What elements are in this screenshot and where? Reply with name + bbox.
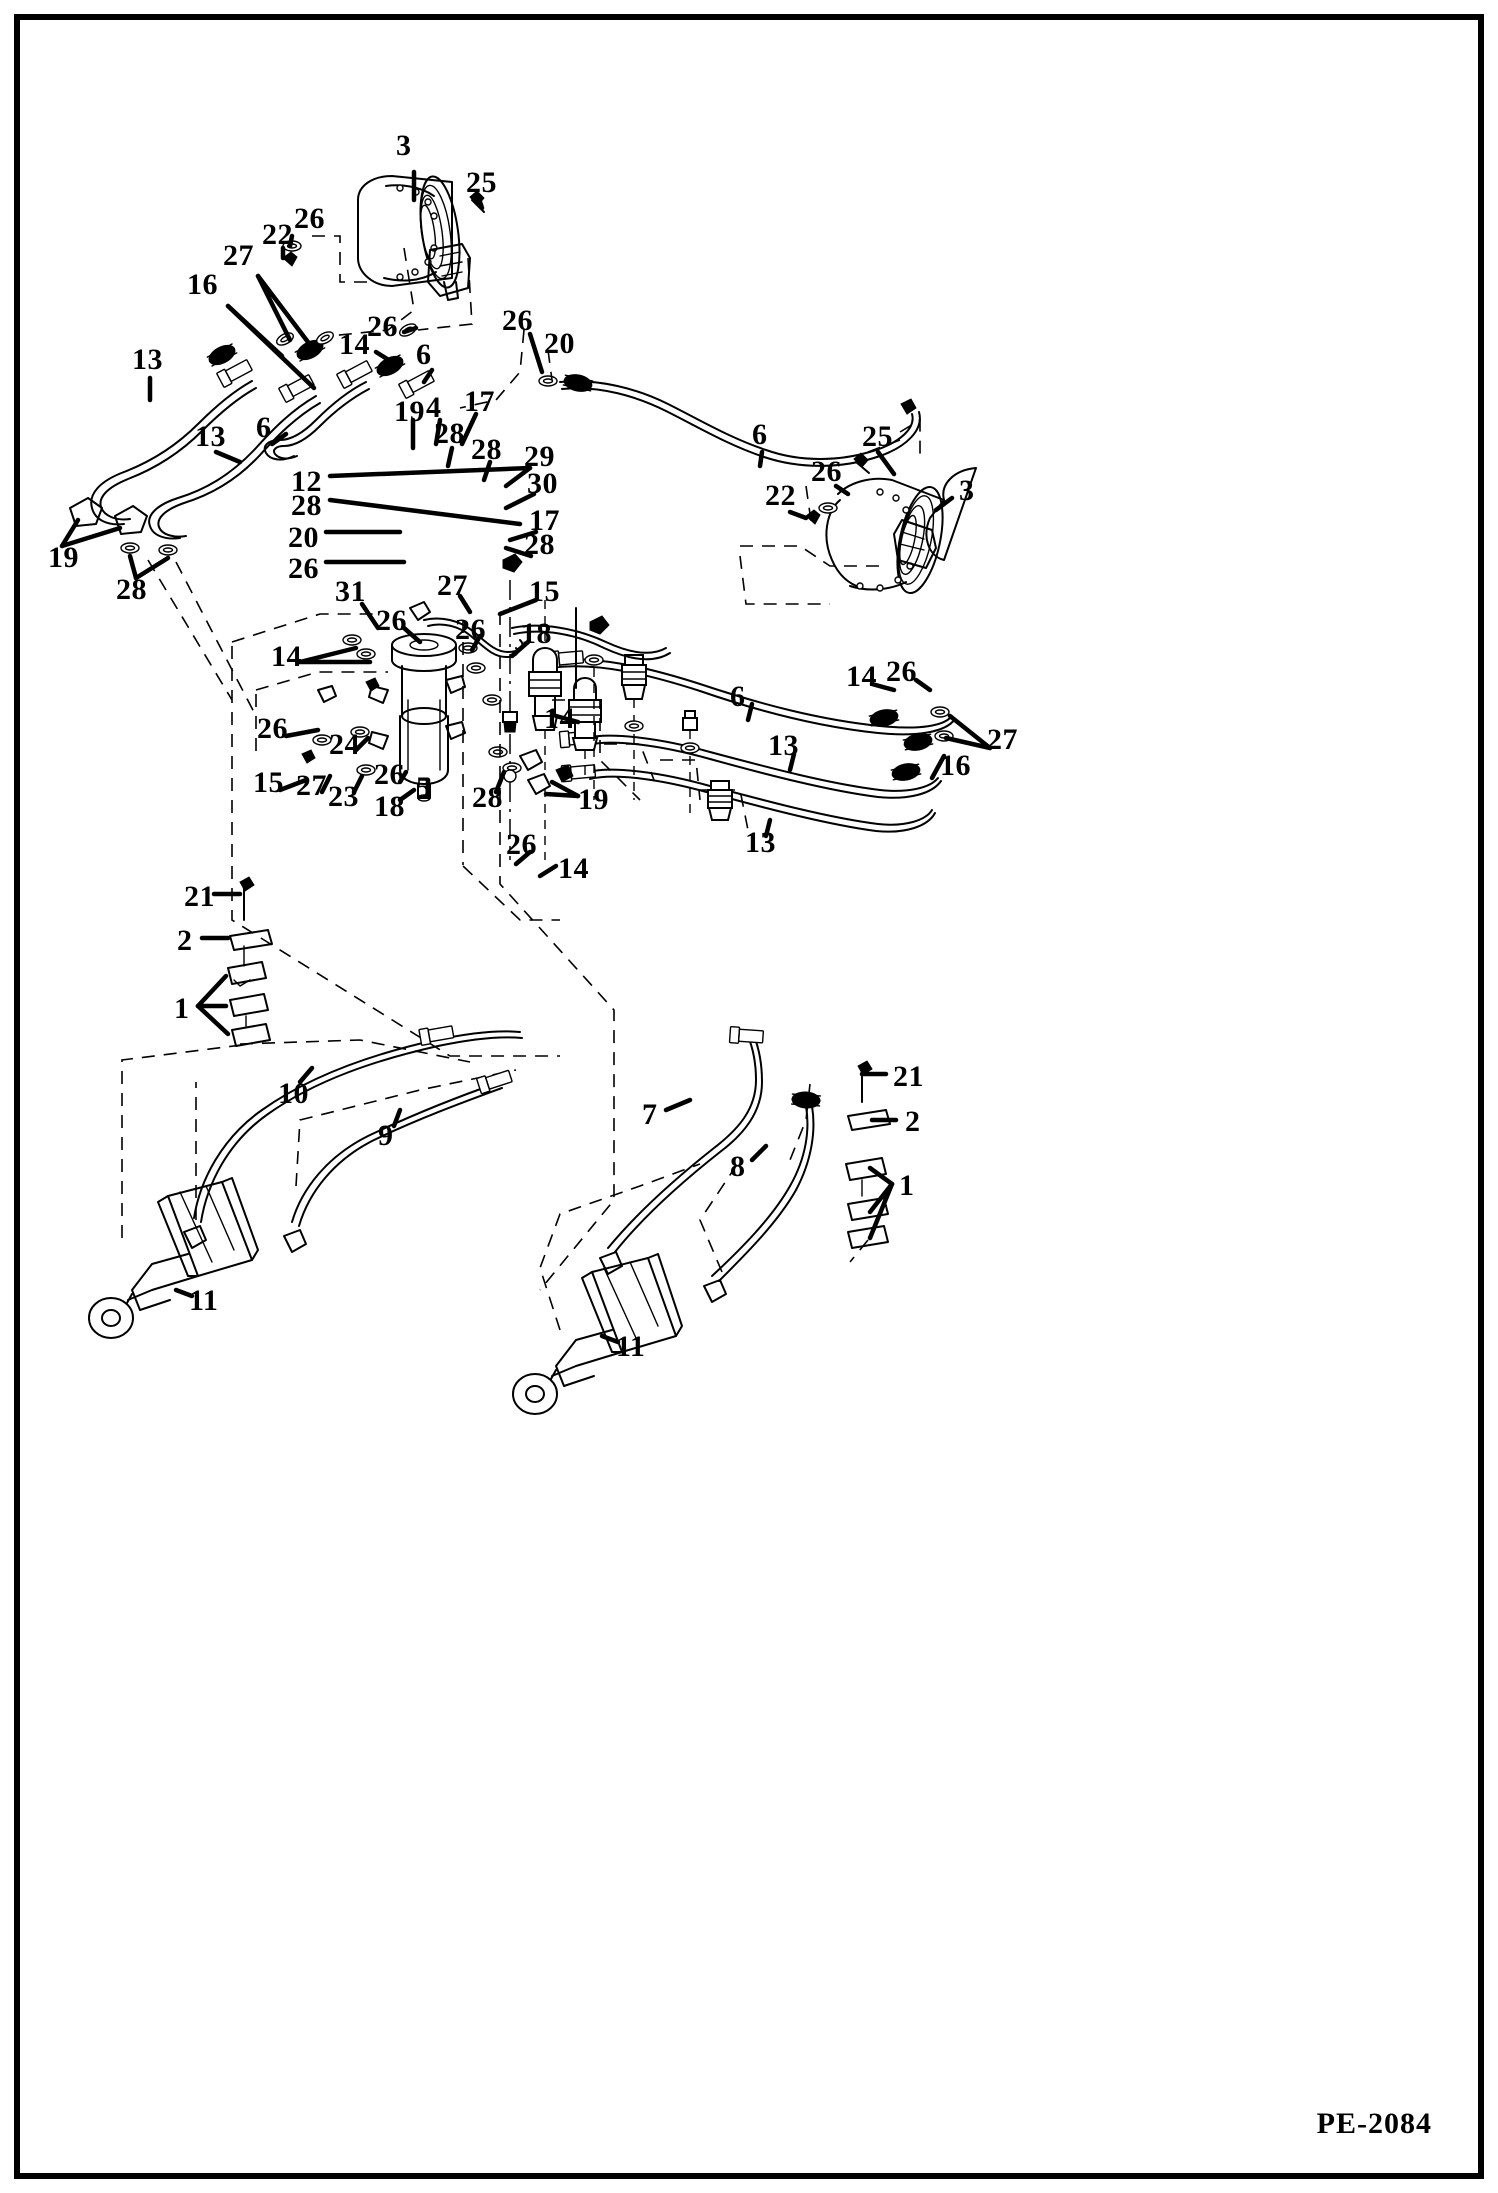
callout-26-oring-e: 26 [288,552,319,585]
callout-26-oring-a: 26 [294,202,325,235]
assembly-dashed-routing [121,235,921,1331]
callout-27-oring-a: 27 [223,239,254,272]
callout-18-fitting-b: 18 [374,790,405,823]
callout-21-bolt-right: 21 [893,1060,924,1093]
callout-2-clamp-plate-left: 2 [177,924,193,957]
callout-7-hose: 7 [642,1098,658,1131]
callout-27-oring-c: 27 [987,723,1018,756]
callout-26-oring-b: 26 [367,310,398,343]
callout-9-hose: 9 [378,1119,394,1152]
callout-20-fitting-b: 20 [288,521,319,554]
callout-20-fitting-a: 20 [544,327,575,360]
callout-26-oring-k: 26 [506,828,537,861]
callout-26-oring-h: 26 [886,655,917,688]
callout-19-clamp-b: 19 [48,541,79,574]
callout-17-fitting-a: 17 [464,385,495,418]
callout-25-bolt-left: 25 [466,166,497,199]
callout-27-oring-b: 27 [437,569,468,602]
drawing-number: PE-2084 [1316,2107,1432,2140]
callout-6-hose-c: 6 [256,411,272,444]
callout-15-fitting-b: 15 [253,766,284,799]
callout-3-left-motor: 3 [396,129,412,162]
callout-16-fitting-a: 16 [187,268,218,301]
callout-5-swivel-body: 5 [416,771,432,804]
page-border [14,14,1484,2179]
callout-28-oring-b: 28 [471,433,502,466]
callout-29-fitting: 29 [524,440,555,473]
callout-11-cylinder-right: 11 [616,1330,646,1363]
callout-13-hose-d: 13 [745,826,776,859]
bottom-hoses [183,1023,822,1303]
valve-cluster [462,553,733,865]
callout-8-hose: 8 [730,1150,746,1183]
callout-6-hose-a: 6 [416,338,432,371]
callout-11-cylinder-left: 11 [189,1284,219,1317]
callout-26-oring-g: 26 [455,613,486,646]
callout-28-oring-e: 28 [116,573,147,606]
cylinder-right [512,1253,683,1415]
callout-6-hose-d: 6 [730,680,746,713]
callout-23-washer: 23 [328,780,359,813]
swivel-joint-assembly [301,633,574,802]
callout-24-screw: 24 [329,728,360,761]
callout-26-oring-j: 26 [374,758,405,791]
callout-15-fitting-a: 15 [529,575,560,608]
callout-12-relief-valve: 12 [291,465,322,498]
callout-28-oring-c: 28 [291,489,322,522]
callout-26-oring-i: 26 [257,712,288,745]
callout-26-oring-f: 26 [376,604,407,637]
callout-leaders [59,169,993,1345]
callout-10-hose: 10 [278,1077,309,1110]
callout-26-oring-d: 26 [811,455,842,488]
callout-28-oring-a: 28 [434,417,465,450]
callout-14-adapter-e: 14 [558,852,589,885]
hose-bundle-left [69,190,485,556]
callout-13-hose-a: 13 [132,343,163,376]
callout-21-bolt-left: 21 [184,880,215,913]
callout-31-plug: 31 [335,575,366,608]
callout-27-oring-d: 27 [296,769,327,802]
callout-14-adapter-b: 14 [271,640,302,673]
callout-13-hose-b: 13 [195,420,226,453]
callout-17-fitting-b: 17 [529,504,560,537]
callout-1-hose-clamp-left: 1 [174,992,190,1025]
callout-14-adapter-d: 14 [544,702,575,735]
callout-28-oring-d: 28 [524,528,555,561]
callout-3-right-motor: 3 [959,474,975,507]
callout-30-fitting: 30 [527,467,558,500]
callout-22-plug-right: 22 [765,479,796,512]
callout-16-fitting-b: 16 [940,749,971,782]
cylinder-left [88,1177,259,1339]
callout-2-clamp-plate-right: 2 [905,1105,921,1138]
callout-26-oring-c: 26 [502,304,533,337]
callout-14-adapter-c: 14 [846,660,877,693]
callout-18-fitting-a: 18 [521,617,552,650]
callout-13-hose-c: 13 [768,729,799,762]
callout-6-hose-b: 6 [752,418,768,451]
callout-22-plug-left: 22 [262,218,293,251]
callout-19-clamp-c: 19 [578,783,609,816]
callout-19-clamp-a: 19 [394,395,425,428]
clamp-stack-right [845,1060,891,1249]
hose-to-right-motor [538,371,921,525]
travel-motor-right [825,467,977,594]
callout-25-bolt-right: 25 [862,420,893,453]
callout-14-adapter-a: 14 [339,328,370,361]
callout-1-hose-clamp-right: 1 [899,1169,915,1202]
callout-4-swivel-joint: 4 [426,391,442,424]
callout-28-oring-f: 28 [472,781,503,814]
clamp-stack-left [227,876,273,1047]
